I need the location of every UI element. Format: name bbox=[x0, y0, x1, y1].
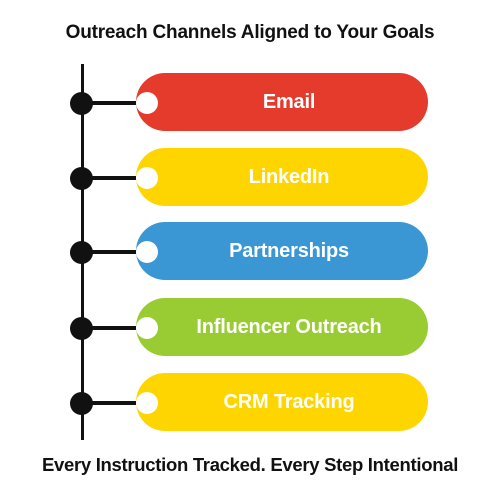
tag-hole bbox=[136, 167, 158, 189]
tag-hole bbox=[136, 392, 158, 414]
channel-tag-crm-tracking: CRM Tracking bbox=[136, 373, 428, 431]
channel-label: Influencer Outreach bbox=[196, 315, 382, 338]
channel-label: LinkedIn bbox=[248, 165, 330, 188]
channel-row-crm-tracking: CRM Tracking bbox=[70, 373, 432, 433]
tag-hole bbox=[136, 92, 158, 114]
timeline-dot bbox=[70, 392, 93, 415]
channel-row-linkedin: LinkedIn bbox=[70, 148, 432, 208]
channel-label: Partnerships bbox=[229, 239, 349, 262]
timeline-dot bbox=[70, 167, 93, 190]
channel-tag-linkedin: LinkedIn bbox=[136, 148, 428, 206]
channel-row-email: Email bbox=[70, 73, 432, 133]
connector-line bbox=[88, 250, 144, 254]
timeline-dot bbox=[70, 241, 93, 264]
timeline-dot bbox=[70, 92, 93, 115]
tag-hole bbox=[136, 241, 158, 263]
tag-hole bbox=[136, 317, 158, 339]
connector-line bbox=[88, 176, 144, 180]
channel-label: CRM Tracking bbox=[223, 390, 355, 413]
channel-row-partnerships: Partnerships bbox=[70, 222, 432, 282]
channel-tag-influencer-outreach: Influencer Outreach bbox=[136, 298, 428, 356]
connector-line bbox=[88, 401, 144, 405]
timeline-dot bbox=[70, 317, 93, 340]
channel-tag-partnerships: Partnerships bbox=[136, 222, 428, 280]
connector-line bbox=[88, 326, 144, 330]
channel-label: Email bbox=[262, 90, 316, 113]
footer-tagline: Every Instruction Tracked. Every Step In… bbox=[41, 454, 459, 475]
diagram-title: Outreach Channels Aligned to Your Goals bbox=[65, 22, 435, 43]
channel-row-influencer-outreach: Influencer Outreach bbox=[70, 298, 432, 358]
connector-line bbox=[88, 101, 144, 105]
channel-tag-email: Email bbox=[136, 73, 428, 131]
